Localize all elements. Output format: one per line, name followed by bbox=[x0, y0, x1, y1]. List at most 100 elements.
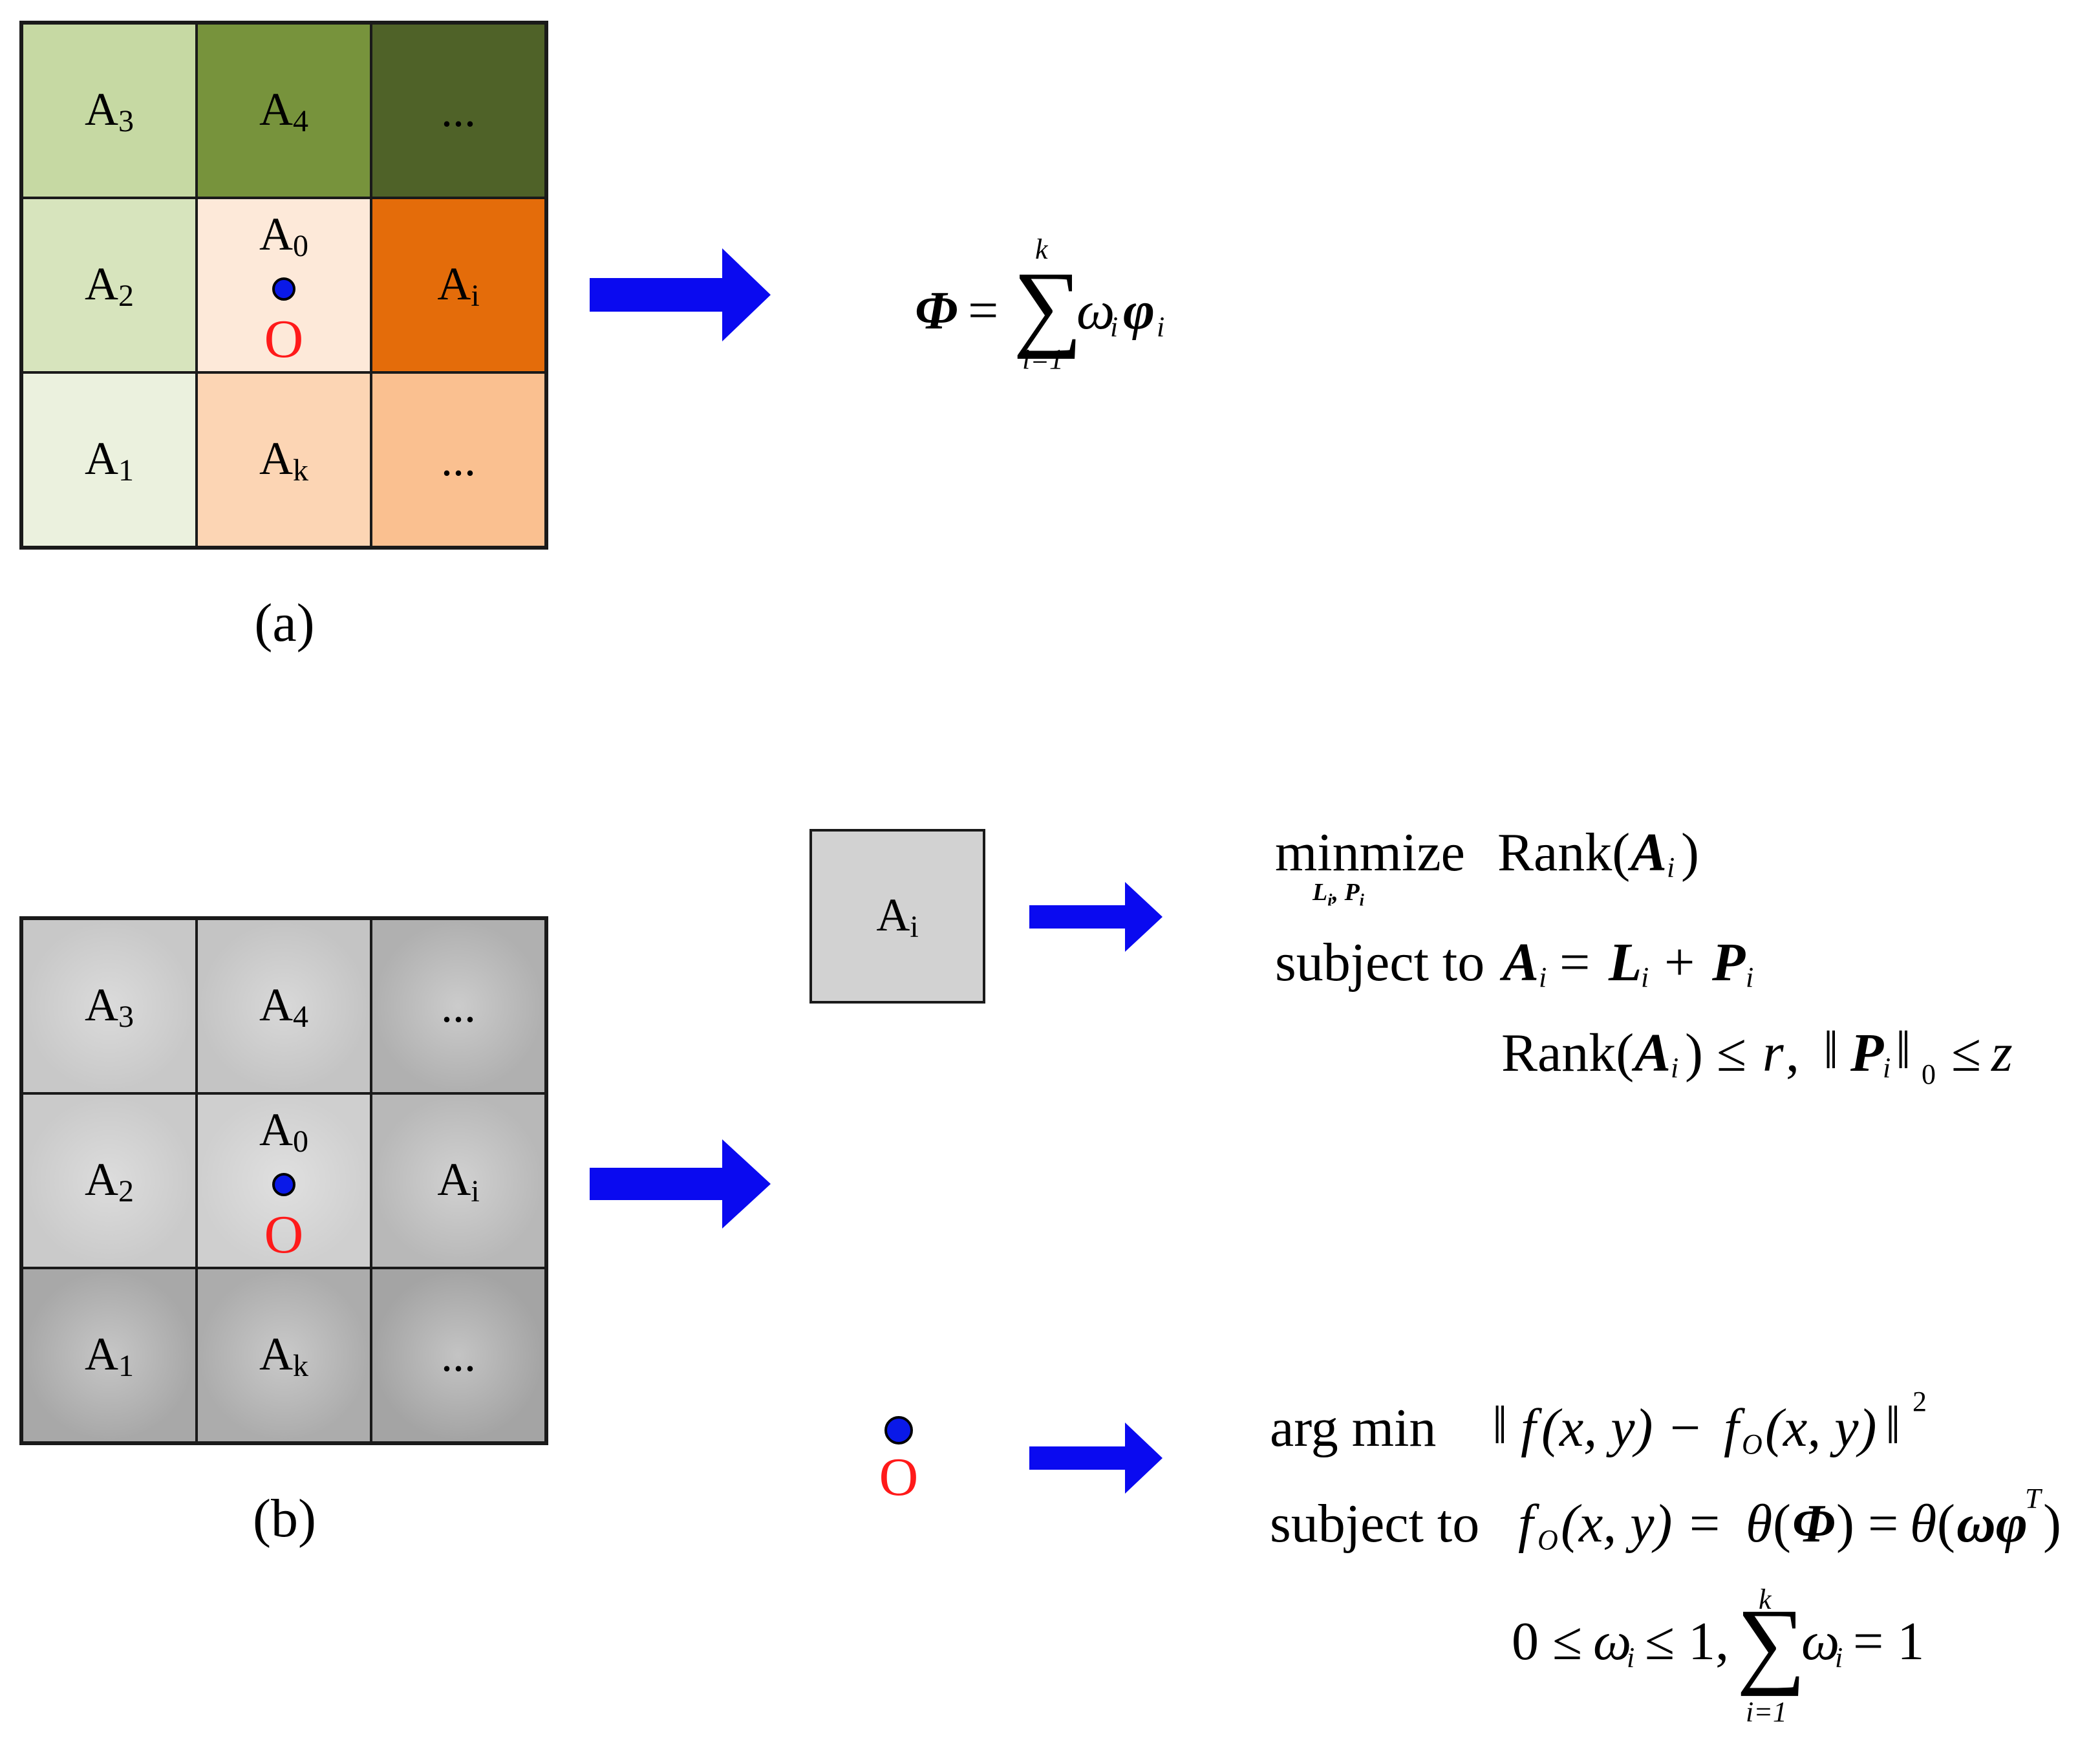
grid-cell: A1 bbox=[22, 1268, 197, 1443]
eq-argmin-word2: subject to bbox=[1270, 1494, 1480, 1554]
eq-rank-under-l-sub: i bbox=[1327, 890, 1333, 910]
eq-rank-l2-sub: i bbox=[1641, 961, 1649, 993]
eq-phi-sum-upper: k bbox=[1035, 233, 1048, 265]
eq-argmin-xy3: (x, y) = bbox=[1561, 1494, 1723, 1554]
eq-rank-comma3: , bbox=[1786, 1023, 1799, 1083]
cell-label: ... bbox=[441, 84, 476, 138]
eq-rank-close1: ) bbox=[1681, 822, 1699, 883]
eq-argmin-close2: ) bbox=[2043, 1494, 2061, 1554]
cell-label-base: A bbox=[85, 1327, 118, 1380]
eq-argmin: arg min ‖ f (x, y) − f O (x, y) ‖ 2 subj… bbox=[1270, 1386, 2091, 1728]
grid-cell: ... bbox=[371, 919, 546, 1093]
eq-rank-r: r bbox=[1762, 1023, 1784, 1083]
eq-argmin-sum-lower: i=1 bbox=[1746, 1696, 1787, 1728]
eq-rank-word2: subject to bbox=[1275, 932, 1485, 993]
eq-rank-word1: minmize bbox=[1275, 822, 1465, 883]
arrow-point-shape bbox=[1029, 1423, 1162, 1494]
eq-rank: minmize Li, Pi Rank( A i ) subject to A … bbox=[1275, 821, 2083, 1099]
cell-label-base: A bbox=[85, 432, 118, 484]
grid-cell: A1 bbox=[22, 372, 197, 547]
cell-label: Ak bbox=[259, 1327, 308, 1384]
cell-label-sub: 1 bbox=[118, 453, 134, 488]
grid-cell: A3 bbox=[22, 919, 197, 1093]
eq-rank-plus2: + bbox=[1664, 932, 1695, 993]
cell-label-sub: i bbox=[471, 1174, 480, 1208]
eq-argmin-sum-upper: k bbox=[1759, 1584, 1772, 1615]
eq-rank-p3: P bbox=[1850, 1023, 1884, 1083]
eq-argmin-sq: 2 bbox=[1912, 1386, 1927, 1417]
arrow-patch-icon bbox=[1029, 882, 1162, 952]
grid-cell: A2 bbox=[22, 1093, 197, 1268]
grid-cell: Ak bbox=[197, 372, 371, 547]
cell-label: A2 bbox=[85, 1153, 134, 1209]
eq-rank-p3-sub: i bbox=[1883, 1052, 1891, 1084]
cell-label: Ai bbox=[437, 257, 479, 314]
cell-label: A4 bbox=[259, 978, 308, 1035]
eq-argmin-f2-sub: O bbox=[1538, 1524, 1558, 1556]
cell-label-sub: k bbox=[293, 453, 308, 488]
cell-label-base: A bbox=[437, 1153, 471, 1205]
point-dot-icon bbox=[272, 1173, 295, 1196]
eq-rank-under-sep: , bbox=[1332, 879, 1338, 906]
eq-argmin-norm-left-icon: ‖ bbox=[1492, 1395, 1508, 1455]
arrow-point-icon bbox=[1029, 1423, 1162, 1494]
cell-label-sub: 2 bbox=[118, 278, 134, 313]
cell-label-sub: 3 bbox=[118, 103, 134, 138]
eq-rank-norm-right-icon: ‖ bbox=[1896, 1020, 1911, 1080]
grid-cell: Ai bbox=[371, 198, 546, 372]
eq-rank-under-p-sub: i bbox=[1359, 890, 1364, 910]
cell-label-base: A bbox=[85, 1153, 118, 1205]
point-o-dot-icon bbox=[884, 1416, 913, 1445]
cell-label-base: A bbox=[259, 83, 293, 135]
eq-argmin-le1: ≤ 1, bbox=[1645, 1611, 1730, 1671]
eq-rank-eq2: = bbox=[1559, 932, 1591, 993]
cell-label-sub: i bbox=[471, 278, 480, 313]
cell-label-sub: 3 bbox=[118, 999, 134, 1034]
eq-rank-le-z: ≤ bbox=[1951, 1023, 1982, 1083]
cell-label-base: A bbox=[85, 83, 118, 135]
eq-rank-a2: A bbox=[1503, 932, 1539, 993]
cell-label: ... bbox=[441, 1329, 476, 1382]
arrow-a-icon bbox=[590, 248, 771, 341]
cell-label: A1 bbox=[85, 1327, 134, 1384]
eq-rank-a2-sub: i bbox=[1539, 961, 1547, 993]
cell-label-base: ... bbox=[441, 84, 476, 136]
eq-phi-phi: φ bbox=[1123, 281, 1155, 341]
caption-b: (b) bbox=[253, 1488, 316, 1549]
eq-argmin-mid: ) = bbox=[1836, 1494, 1899, 1554]
cell-label-base: ... bbox=[441, 433, 476, 486]
eq-argmin-xy2: (x, y) bbox=[1765, 1398, 1877, 1458]
eq-rank-p2: P bbox=[1712, 932, 1746, 993]
arrow-a-shape bbox=[590, 248, 771, 341]
eq-rank-a1: A bbox=[1631, 822, 1667, 883]
grid-cell: A3 bbox=[22, 23, 197, 198]
eq-argmin-eq1: = 1 bbox=[1853, 1611, 1925, 1671]
eq-argmin-omega2: ω bbox=[1801, 1611, 1840, 1671]
point-label: O bbox=[264, 1205, 304, 1265]
eq-argmin-open2: ( bbox=[1937, 1494, 1955, 1554]
eq-argmin-omega1: ω bbox=[1593, 1611, 1632, 1671]
eq-argmin-zero: 0 ≤ bbox=[1512, 1611, 1583, 1671]
cell-label: Ai bbox=[437, 1153, 479, 1209]
eq-phi-omega-sub: i bbox=[1110, 311, 1119, 343]
eq-argmin-omegaphi: ωφ bbox=[1956, 1494, 2028, 1554]
cell-label: A0 bbox=[198, 211, 370, 262]
cell-label: A0 bbox=[198, 1106, 370, 1157]
grid-cell: A4 bbox=[197, 23, 371, 198]
eq-rank-under-l: L bbox=[1312, 879, 1328, 906]
eq-rank-a3: A bbox=[1634, 1023, 1671, 1083]
eq-argmin-fo-sub: O bbox=[1742, 1428, 1762, 1460]
eq-argmin-word1: arg min bbox=[1270, 1398, 1437, 1458]
eq-argmin-T: T bbox=[2025, 1483, 2041, 1514]
cell-label-base: A bbox=[259, 208, 293, 260]
cell-label: A2 bbox=[85, 257, 134, 314]
cell-label-sub: 0 bbox=[293, 229, 308, 263]
grid-cell: ... bbox=[371, 372, 546, 547]
eq-phi-sum-lower: i=1 bbox=[1022, 343, 1064, 375]
patch-label-sub: i bbox=[910, 909, 919, 944]
eq-rank-z: z bbox=[1991, 1023, 2013, 1083]
